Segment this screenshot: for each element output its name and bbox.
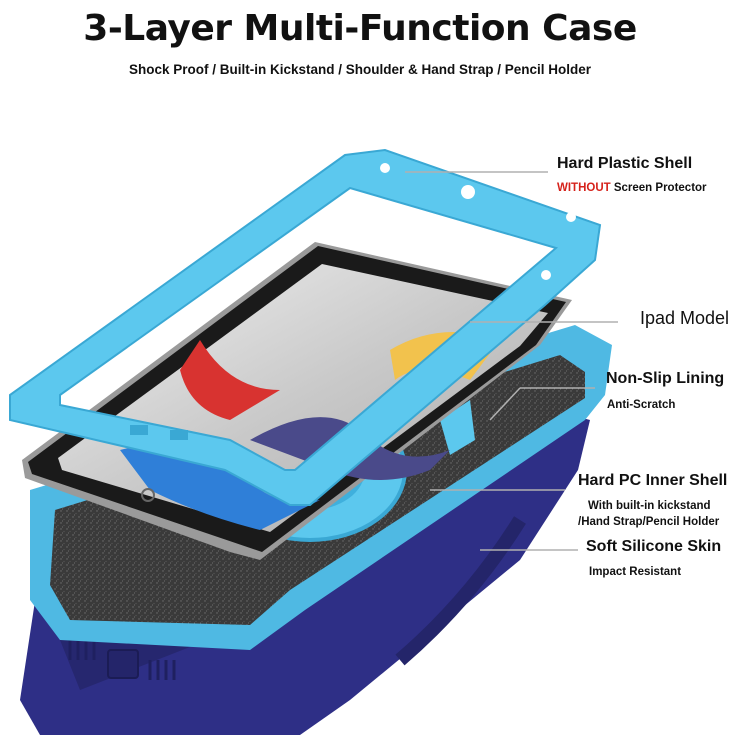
page-title: 3-Layer Multi-Function Case <box>83 8 637 49</box>
callout-hard-plastic-shell: Hard Plastic Shell <box>557 155 693 172</box>
feature-subtitle: Shock Proof / Built-in Kickstand / Shoul… <box>128 62 592 77</box>
warning-word: WITHOUT <box>557 182 611 194</box>
callout-inner-note-2: /Hand Strap/Pencil Holder <box>578 516 720 528</box>
callout-leader-lines <box>405 171 618 551</box>
callout-hard-pc-inner-shell: Hard PC Inner Shell <box>578 472 728 489</box>
callout-inner-note-1: With built-in kickstand <box>588 500 711 512</box>
callout-non-slip-lining: Non-Slip Lining <box>606 370 725 387</box>
callout-soft-silicone-skin: Soft Silicone Skin <box>586 538 722 555</box>
screen-protector-note: Screen Protector <box>610 182 707 194</box>
ipad-model <box>22 242 572 560</box>
hard-plastic-shell-layer <box>9 148 602 506</box>
callout-lining-note: Anti-Scratch <box>607 399 676 411</box>
callout-skin-note: Impact Resistant <box>589 566 682 578</box>
callout-shell-note: WITHOUT Screen Protector <box>557 182 707 194</box>
callout-ipad-model: Ipad Model <box>640 308 730 328</box>
